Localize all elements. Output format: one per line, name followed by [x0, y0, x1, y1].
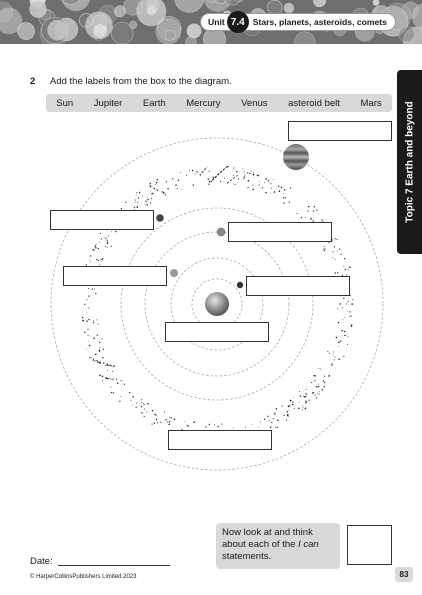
- answer-box-sun[interactable]: [165, 322, 269, 342]
- orbit-venus: [170, 257, 264, 351]
- word-mercury: Mercury: [186, 97, 221, 109]
- question-text: Add the labels from the box to the diagr…: [50, 76, 232, 87]
- orbit-jupiter: [50, 137, 384, 471]
- word-venus: Venus: [241, 97, 268, 109]
- answer-box-mars[interactable]: [50, 210, 154, 230]
- answer-box-jupiter[interactable]: [288, 121, 392, 141]
- copyright: © HarperCollinsPublishers Limited 2023: [30, 574, 137, 580]
- answer-box-asteroid-belt[interactable]: [168, 430, 272, 450]
- date-label: Date:: [30, 556, 53, 567]
- sun: [205, 292, 229, 316]
- unit-badge: Unit 7.4 Stars, planets, asteroids, come…: [200, 11, 396, 33]
- planet-jupiter: [283, 144, 309, 170]
- header-decoration: [0, 0, 422, 44]
- word-mars: Mars: [360, 97, 382, 109]
- planet-mercury: [236, 281, 244, 289]
- orbit-mars: [120, 207, 314, 401]
- answer-box-venus[interactable]: [63, 266, 167, 286]
- word-box: Sun Jupiter Earth Mercury Venus asteroid…: [46, 94, 392, 112]
- topic-side-tab: Topic 7 Earth and beyond: [397, 70, 422, 254]
- date-line[interactable]: [58, 565, 170, 566]
- word-jupiter: Jupiter: [93, 97, 123, 109]
- word-earth: Earth: [142, 97, 166, 109]
- word-asteroid-belt: asteroid belt: [288, 97, 340, 109]
- unit-title: Stars, planets, asteroids, comets: [252, 17, 387, 27]
- question-number: 2: [30, 76, 36, 87]
- orbit-mercury: [191, 278, 243, 330]
- self-check-note: Now look at and think about each of the …: [216, 523, 340, 569]
- page-number: 83: [395, 567, 413, 582]
- word-sun: Sun: [56, 97, 74, 109]
- answer-box-earth[interactable]: [228, 222, 332, 242]
- planet-earth: [216, 227, 226, 237]
- unit-number: 7.4: [226, 11, 249, 33]
- planet-venus: [170, 269, 178, 277]
- self-check-box[interactable]: [347, 525, 392, 565]
- planet-mars: [156, 214, 164, 222]
- self-check-text-2: statements.: [222, 551, 272, 562]
- self-check-italic: I can: [298, 539, 319, 550]
- answer-box-mercury[interactable]: [246, 276, 350, 296]
- self-check-text-1: Now look at and think about each of the: [222, 527, 313, 550]
- unit-word: Unit: [208, 17, 225, 27]
